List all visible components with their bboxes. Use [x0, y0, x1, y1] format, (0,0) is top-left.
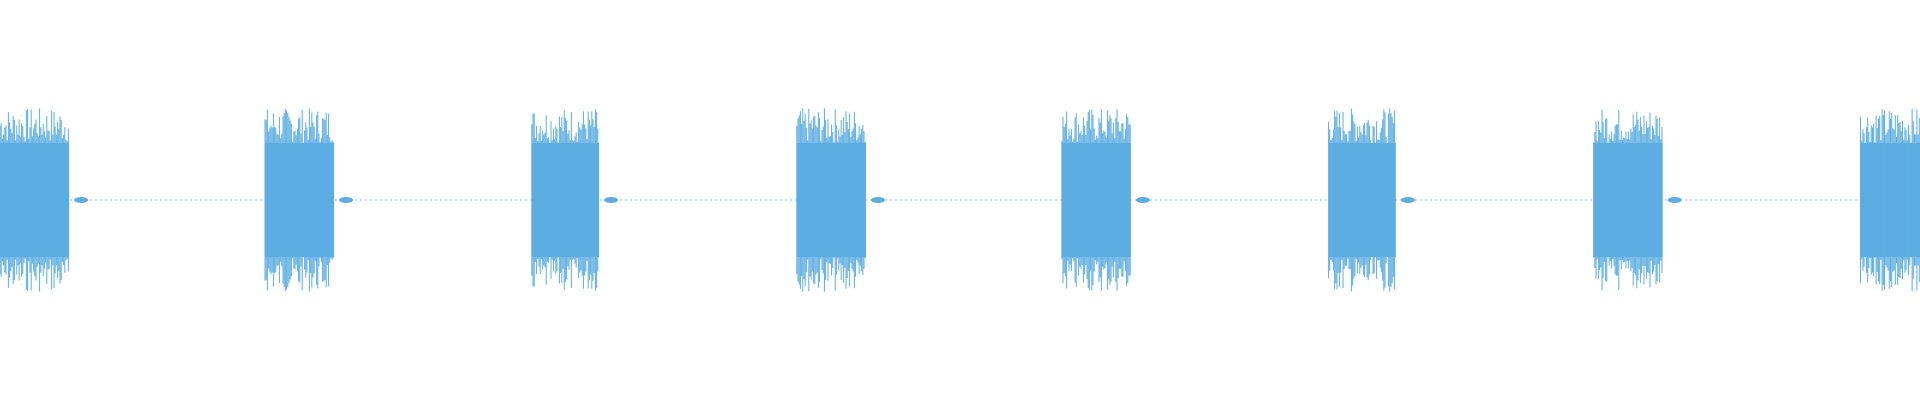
waveform-burst-4: [796, 108, 885, 292]
waveform-burst-8: [1860, 108, 1920, 292]
waveform-burst-2: [264, 108, 354, 292]
waveform-burst-5: [1061, 109, 1150, 291]
waveform-burst-7: [1593, 109, 1682, 291]
waveform-burst-6: [1328, 108, 1415, 292]
waveform-burst-3: [531, 109, 619, 291]
waveform-bursts: [0, 108, 1920, 292]
waveform-burst-1: [0, 108, 89, 292]
